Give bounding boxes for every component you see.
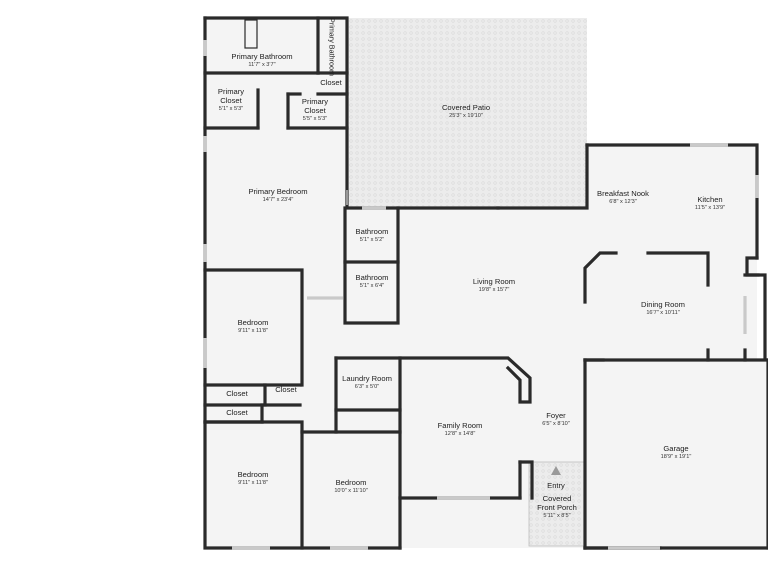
room-size: 5'1" x 5'3": [218, 106, 244, 112]
room-size: 6'8" x 12'3": [609, 199, 637, 205]
room-closet-2: Closet: [275, 385, 297, 394]
room-primary-bedroom: Primary Bedroom 14'7" x 23'4": [248, 187, 307, 204]
room-name: Closet: [320, 78, 342, 87]
room-closet-1: Closet: [226, 389, 248, 398]
room-size: 5'1" x 6'4": [359, 283, 385, 289]
room-bathroom-2: Bathroom 5'1" x 6'4": [356, 273, 389, 290]
room-name: Primary Bathroom: [231, 52, 293, 61]
room-name: Primary Closet: [217, 87, 245, 105]
room-name: Bathroom: [355, 227, 389, 236]
room-name: Bathroom: [355, 273, 389, 282]
room-name: Entry: [547, 481, 565, 490]
room-kitchen: Kitchen 11'5" x 13'9": [695, 195, 725, 212]
room-bathroom-1: Bathroom 5'1" x 5'2": [356, 227, 389, 244]
room-dining-room: Dining Room 16'7" x 10'11": [641, 300, 685, 317]
room-primary-closet-2: Primary Closet 5'5" x 5'3": [293, 97, 337, 123]
room-covered-front-porch: Covered Front Porch 5'11" x 8'5": [537, 494, 577, 520]
room-name: Primary Bedroom: [248, 187, 308, 196]
room-size: 18'9" x 19'1": [660, 454, 692, 460]
room-name: Bedroom: [335, 478, 367, 487]
room-name: Kitchen: [697, 195, 723, 204]
room-size: 10'0" x 11'10": [334, 488, 368, 494]
room-size: 25'3" x 19'10": [449, 113, 483, 119]
room-name: Foyer: [546, 411, 566, 420]
room-primary-bathroom: Primary Bathroom 11'7" x 3'7": [231, 52, 292, 69]
room-size: 6'5" x 8'10": [542, 421, 570, 427]
room-size: 11'5" x 13'9": [694, 205, 726, 211]
room-name: Laundry Room: [342, 374, 392, 383]
room-name: Closet: [275, 385, 297, 394]
entry-arrow-icon: [551, 466, 561, 475]
room-size: 11'7" x 3'7": [248, 62, 276, 68]
room-name: Bedroom: [237, 470, 269, 479]
room-garage: Garage 18'9" x 19'1": [661, 444, 692, 461]
floor-fills: [205, 18, 768, 548]
room-family-room: Family Room 12'8" x 14'8": [438, 421, 483, 438]
room-bedroom-2: Bedroom 9'11" x 11'8": [238, 470, 269, 487]
room-breakfast-nook: Breakfast Nook 6'8" x 12'3": [597, 189, 649, 206]
room-name: Bedroom: [237, 318, 269, 327]
room-closet-top: Closet: [320, 78, 342, 87]
room-bedroom-3: Bedroom 10'0" x 11'10": [334, 478, 367, 495]
room-size: 12'8" x 14'8": [444, 431, 476, 437]
room-name: Closet: [226, 408, 248, 417]
room-bedroom-1: Bedroom 9'11" x 11'8": [238, 318, 269, 335]
room-living-room: Living Room 19'8" x 15'7": [473, 277, 515, 294]
room-name: Covered Patio: [441, 103, 491, 112]
windows: [203, 40, 759, 550]
covered-patio-floor: [347, 18, 587, 208]
front-porch-floor: [528, 461, 586, 547]
room-laundry-room: Laundry Room 6'3" x 5'0": [342, 374, 392, 391]
room-size: 16'7" x 10'11": [646, 310, 680, 316]
room-name: Garage: [663, 444, 689, 453]
room-size: 14'7" x 23'4": [262, 197, 294, 203]
room-size: 9'11" x 11'8": [238, 328, 268, 334]
room-name: Closet: [226, 389, 248, 398]
room-name: Family Room: [437, 421, 483, 430]
room-primary-bathroom-wc: Primary Bathroom: [327, 18, 337, 76]
room-size: 5'5" x 5'3": [302, 116, 328, 122]
room-size: 19'8" x 15'7": [478, 287, 510, 293]
room-name: Primary Closet: [301, 97, 329, 115]
room-covered-patio: Covered Patio 25'3" x 19'10": [442, 103, 490, 120]
room-size: 5'11" x 8'5": [543, 513, 571, 519]
room-size: 5'1" x 5'2": [359, 237, 385, 243]
room-entry: Entry: [547, 481, 565, 490]
room-primary-closet-1: Primary Closet 5'1" x 5'3": [209, 87, 253, 113]
room-name: Breakfast Nook: [597, 189, 649, 198]
room-closet-3: Closet: [226, 408, 248, 417]
room-size: 9'11" x 11'8": [238, 480, 268, 486]
room-name: Dining Room: [641, 300, 685, 309]
room-size: 6'3" x 5'0": [354, 384, 380, 390]
room-name: Living Room: [472, 277, 516, 286]
room-name: Covered Front Porch: [537, 494, 577, 512]
room-foyer: Foyer 6'5" x 8'10": [542, 411, 570, 428]
